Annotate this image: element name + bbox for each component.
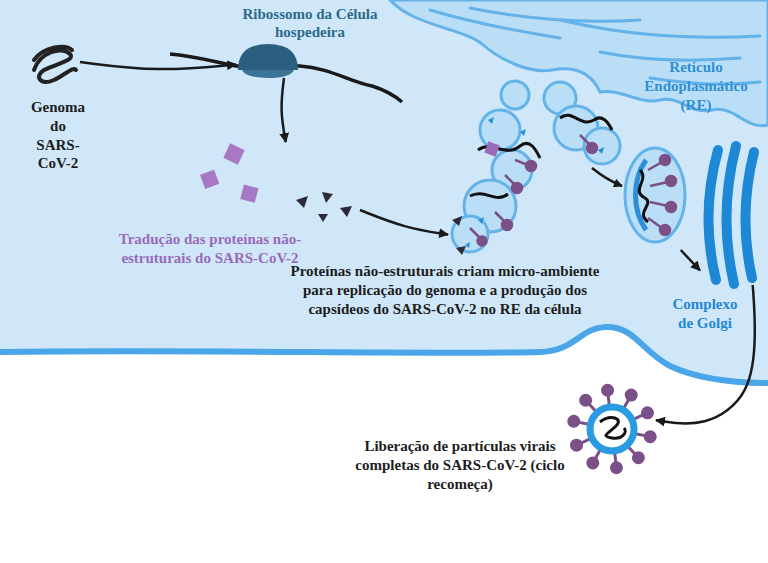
spike-head (588, 458, 598, 468)
node-label: Liberação de partículas virais completas… (351, 437, 569, 493)
spike-head (569, 416, 579, 426)
flow-arrow (656, 285, 755, 423)
golgi-node: Complexo de Golgi (700, 140, 762, 285)
protein-triangles (296, 192, 352, 222)
spike-head (581, 395, 591, 405)
node-label: Proteínas não-estruturais criam micro-am… (284, 262, 606, 318)
replication-contents (452, 115, 612, 255)
ribosome-node: Ribossomo da Célula hospedeira (236, 44, 300, 78)
node-label: Retículo Endoplasmático (RE) (628, 58, 764, 114)
er-vesicles (452, 81, 620, 252)
flow-arrow (80, 62, 236, 69)
capsid-vesicle (625, 148, 685, 242)
flow-arrow (360, 210, 448, 235)
spike-head (572, 440, 582, 450)
spike-head (611, 463, 621, 473)
golgi-stacks (708, 146, 754, 284)
transport-arrow (592, 168, 622, 186)
node-label: Complexo de Golgi (673, 295, 738, 333)
spike-head (626, 390, 636, 400)
extracellular-space (0, 327, 768, 563)
er-label-node: Retículo Endoplasmático (RE) (628, 58, 764, 115)
spike-head (603, 385, 613, 395)
node-label: Tradução das proteínas não-estruturais d… (108, 230, 313, 268)
spike-head (633, 453, 643, 463)
virion-node: Liberação de partículas virais completas… (568, 385, 656, 473)
ribosome-large-subunit (238, 44, 298, 70)
virion (569, 385, 655, 472)
spike-head (645, 432, 655, 442)
protein-squares (200, 143, 259, 202)
replication-node: Proteínas não-estruturais criam micro-am… (448, 95, 693, 250)
cell-membrane (0, 327, 768, 383)
ribosome-small-subunit (242, 70, 294, 78)
genome-icon (34, 47, 76, 82)
spike-head (642, 408, 652, 418)
flow-arrow (681, 250, 700, 271)
genome-node: Genoma do SARS-CoV-2 (25, 42, 80, 92)
node-label: Genoma do SARS-CoV-2 (31, 98, 85, 173)
node-label: Ribossomo da Célula hospedeira (215, 5, 405, 43)
protein-node: Tradução das proteínas não-estruturais d… (195, 142, 360, 222)
flow-arrow (282, 78, 286, 142)
